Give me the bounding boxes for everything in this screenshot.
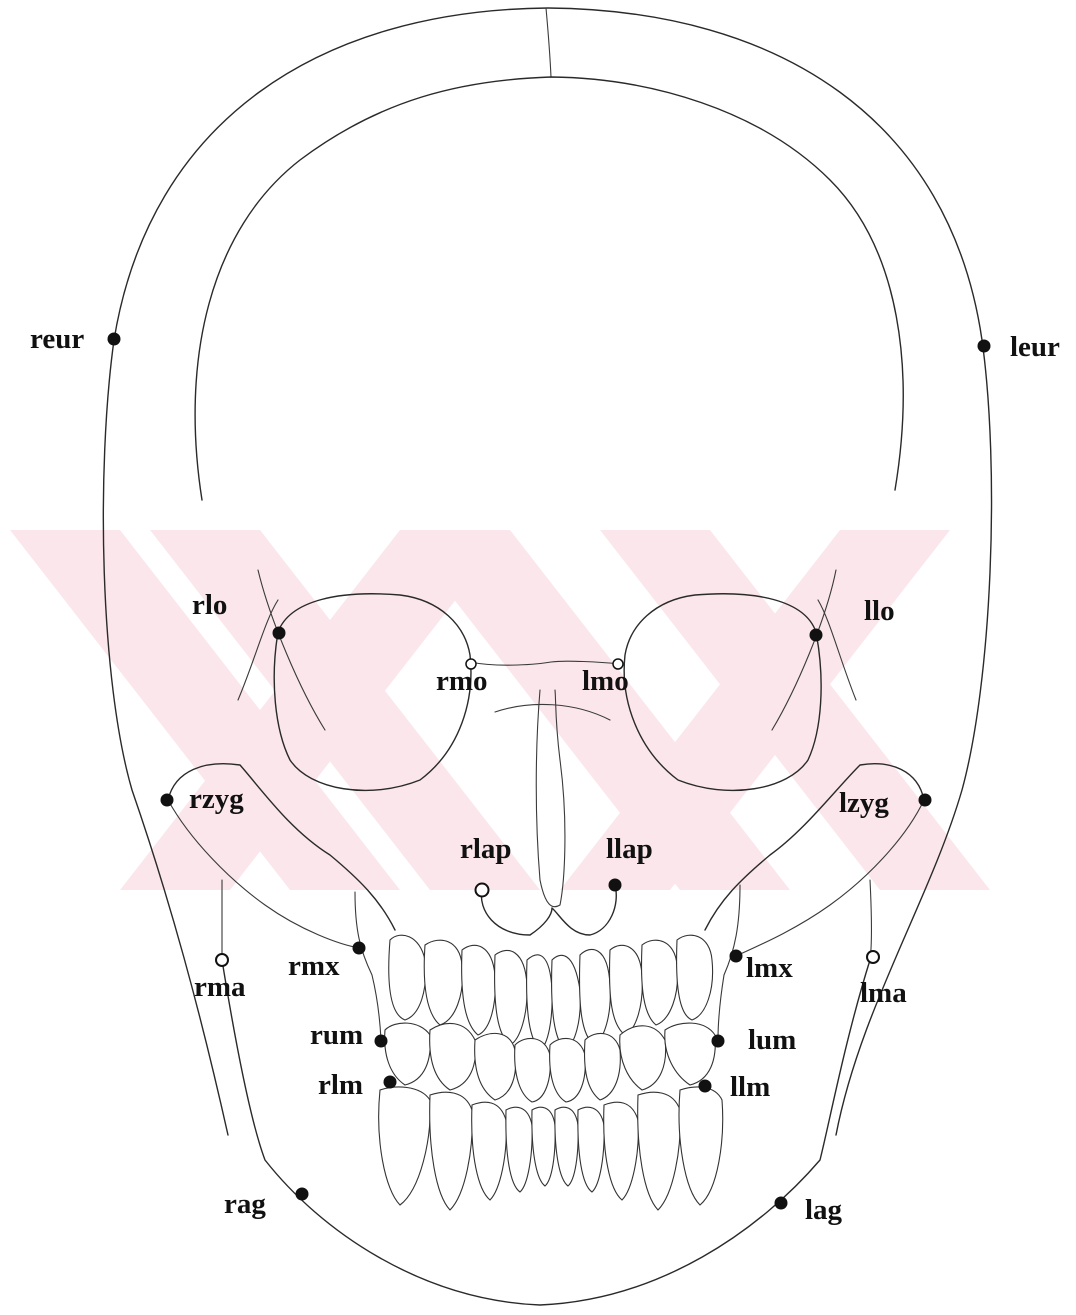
label-lmx: lmx <box>746 952 793 984</box>
label-rlm: rlm <box>318 1069 363 1101</box>
landmark-point-rlm <box>384 1076 397 1089</box>
landmark-point-lum <box>712 1035 725 1048</box>
label-reur: reur <box>30 323 84 355</box>
label-leur: leur <box>1010 331 1060 363</box>
crowns <box>385 1023 716 1102</box>
landmark-point-rma <box>216 954 228 966</box>
label-llm: llm <box>730 1071 770 1103</box>
label-rlap: rlap <box>460 833 512 865</box>
landmark-point-rum <box>375 1035 388 1048</box>
landmark-point-leur <box>978 340 991 353</box>
landmark-point-llm <box>699 1080 712 1093</box>
label-rzyg: rzyg <box>189 783 244 815</box>
label-rmx: rmx <box>288 950 340 982</box>
label-lag: lag <box>805 1194 843 1226</box>
inner-vault <box>195 77 903 500</box>
nasal-aperture <box>481 885 616 935</box>
landmark-point-rzyg <box>161 794 174 807</box>
label-lzyg: lzyg <box>839 787 889 819</box>
landmark-point-llap <box>609 879 622 892</box>
landmark-point-reur <box>108 333 121 346</box>
label-lma: lma <box>860 977 907 1009</box>
landmark-point-rmx <box>353 942 366 955</box>
label-llap: llap <box>606 833 653 865</box>
landmark-point-rlo <box>273 627 286 640</box>
label-rlo: rlo <box>192 589 227 621</box>
label-rum: rum <box>310 1019 363 1051</box>
landmark-point-lmx <box>730 950 743 963</box>
label-llo: llo <box>864 595 895 627</box>
landmark-point-rag <box>296 1188 309 1201</box>
maxilla-right <box>355 892 381 1040</box>
landmark-point-llo <box>810 629 823 642</box>
label-rag: rag <box>224 1188 266 1220</box>
landmark-point-lma <box>867 951 879 963</box>
landmark-point-rlap <box>476 884 489 897</box>
label-rmo: rmo <box>436 665 488 697</box>
ramus-left <box>870 880 872 960</box>
sagittal-suture <box>546 8 551 77</box>
landmark-point-lag <box>775 1197 788 1210</box>
landmark-point-lzyg <box>919 794 932 807</box>
label-rma: rma <box>194 971 246 1003</box>
lower-teeth <box>379 1087 723 1210</box>
label-lum: lum <box>748 1024 796 1056</box>
maxilla-left <box>718 885 740 1040</box>
label-lmo: lmo <box>582 665 629 697</box>
